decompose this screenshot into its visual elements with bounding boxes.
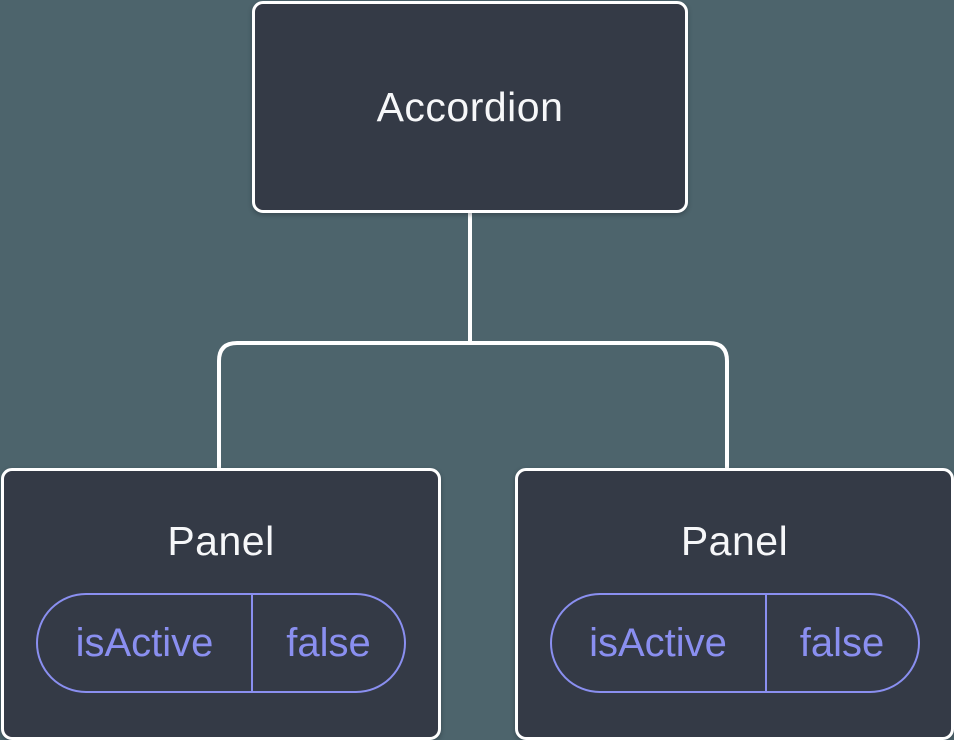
node-label: Accordion (376, 83, 564, 130)
tree-node-accordion: Accordion (252, 1, 688, 213)
node-label: Panel (167, 518, 275, 564)
tree-node-panel-right: Panel isActive false (515, 468, 954, 740)
tree-node-panel-left: Panel isActive false (1, 468, 441, 740)
state-value: false (286, 621, 371, 665)
state-key: isActive (38, 595, 253, 691)
state-pill: isActive false (36, 593, 406, 693)
connector-branch (217, 341, 729, 468)
state-value: false (799, 621, 885, 665)
state-pill: isActive false (549, 593, 920, 693)
state-key: isActive (552, 595, 767, 691)
node-label: Panel (680, 518, 789, 564)
